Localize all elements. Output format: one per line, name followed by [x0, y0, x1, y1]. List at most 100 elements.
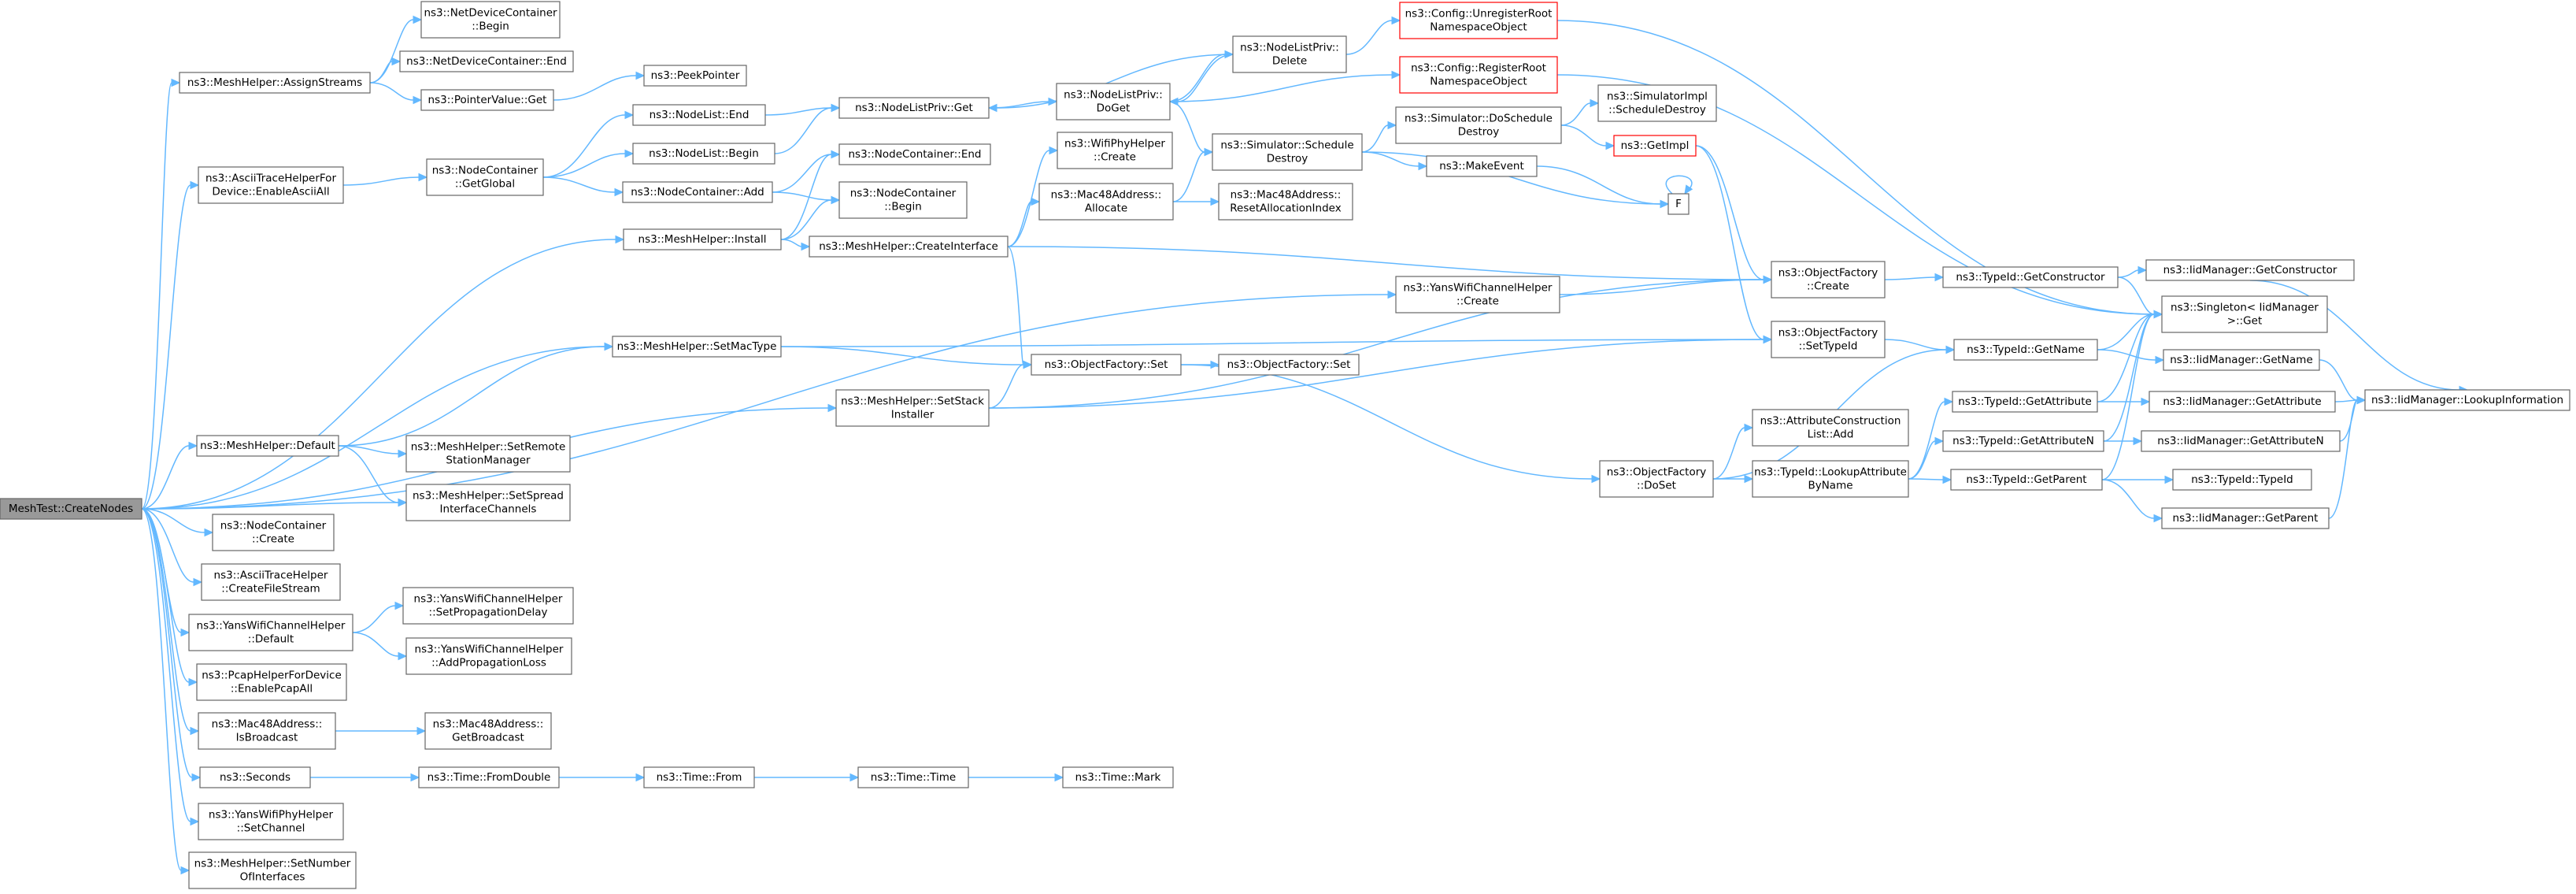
- node-root[interactable]: MeshTest::CreateNodes: [0, 498, 142, 520]
- node-sim-schedule[interactable]: ns3::Simulator::ScheduleDestroy: [1212, 133, 1363, 171]
- node-getimpl[interactable]: ns3::GetImpl: [1613, 135, 1697, 157]
- node-nc-end[interactable]: ns3::NodeContainer::End: [838, 143, 991, 165]
- node-label: ns3::Simulator::DoSchedule: [1405, 113, 1553, 125]
- node-peekpointer[interactable]: ns3::PeekPointer: [643, 65, 747, 87]
- node-iid-lookup[interactable]: ns3::IidManager::LookupInformation: [2364, 389, 2570, 411]
- node-ndc-begin[interactable]: ns3::NetDeviceContainer::Begin: [420, 1, 561, 39]
- node-pointervalue-get[interactable]: ns3::PointerValue::Get: [420, 89, 554, 111]
- node-nc-begin[interactable]: ns3::NodeContainer::Begin: [838, 181, 968, 219]
- node-box: [0, 498, 142, 520]
- node-typeid-getattr[interactable]: ns3::TypeId::GetAttribute: [1952, 391, 2098, 413]
- node-mh-default[interactable]: ns3::MeshHelper::Default: [196, 435, 339, 457]
- node-box: [1752, 460, 1909, 498]
- node-yans-addprop[interactable]: ns3::YansWifiChannelHelper::AddPropagati…: [405, 637, 572, 675]
- node-box: [643, 65, 747, 87]
- node-iid-getattrn[interactable]: ns3::IidManager::GetAttributeN: [2141, 430, 2341, 452]
- node-time-fromdouble[interactable]: ns3::Time::FromDouble: [418, 766, 560, 788]
- node-iid-getname[interactable]: ns3::IidManager::GetName: [2163, 349, 2320, 371]
- node-of-set2[interactable]: ns3::ObjectFactory::Set: [1218, 354, 1360, 376]
- node-label: ns3::MeshHelper::SetMacType: [617, 340, 777, 353]
- node-nc-getglobal[interactable]: ns3::NodeContainer::GetGlobal: [426, 158, 544, 196]
- node-box: [1218, 354, 1360, 376]
- node-label: ns3::YansWifiChannelHelper: [1404, 282, 1553, 295]
- node-singleton-get[interactable]: ns3::Singleton< IidManager>::Get: [2161, 295, 2328, 333]
- node-nc-create[interactable]: ns3::NodeContainer::Create: [212, 514, 335, 551]
- node-iid-getattr[interactable]: ns3::IidManager::GetAttribute: [2149, 391, 2336, 413]
- node-label: ::ScheduleDestroy: [1608, 104, 1706, 117]
- node-box: [420, 1, 561, 39]
- node-of-doset[interactable]: ns3::ObjectFactory::DoSet: [1599, 460, 1714, 498]
- node-time-mark[interactable]: ns3::Time::Mark: [1062, 766, 1174, 788]
- node-label: ByName: [1808, 480, 1852, 492]
- node-mac48-allocate[interactable]: ns3::Mac48Address::Allocate: [1038, 183, 1174, 221]
- node-typeid-getname[interactable]: ns3::TypeId::GetName: [1953, 339, 2098, 361]
- node-typeid-getattrn[interactable]: ns3::TypeId::GetAttributeN: [1942, 430, 2104, 452]
- node-nlp-delete[interactable]: ns3::NodeListPriv::Delete: [1232, 35, 1347, 73]
- node-box: [2141, 430, 2341, 452]
- node-time-from[interactable]: ns3::Time::From: [643, 766, 755, 788]
- node-yans-ch-default[interactable]: ns3::YansWifiChannelHelper::Default: [188, 614, 353, 651]
- node-box: [405, 637, 572, 675]
- node-mac48-getbcast[interactable]: ns3::Mac48Address::GetBroadcast: [424, 712, 552, 750]
- node-typeid-getparent[interactable]: ns3::TypeId::GetParent: [1950, 469, 2103, 491]
- node-f[interactable]: F: [1667, 193, 1690, 215]
- node-label: ns3::PcapHelperForDevice: [202, 670, 342, 682]
- node-of-create[interactable]: ns3::ObjectFactory::Create: [1771, 261, 1886, 299]
- edge-root-to-mh-default: [141, 441, 198, 510]
- node-typeid-getctor[interactable]: ns3::TypeId::GetConstructor: [1942, 266, 2119, 288]
- node-time-time[interactable]: ns3::Time::Time: [857, 766, 969, 788]
- edge-nc-getglobal-to-nc-add: [542, 176, 624, 197]
- node-makeevent[interactable]: ns3::MakeEvent: [1426, 155, 1538, 177]
- node-cfg-unreg[interactable]: ns3::Config::UnregisterRootNamespaceObje…: [1399, 2, 1558, 39]
- edge-nodelist-begin-to-nlp-get: [774, 103, 841, 154]
- node-nodelist-begin[interactable]: ns3::NodeList::Begin: [632, 143, 775, 165]
- node-yans-ch-create[interactable]: ns3::YansWifiChannelHelper::Create: [1395, 276, 1560, 313]
- node-of-set[interactable]: ns3::ObjectFactory::Set: [1031, 354, 1182, 376]
- node-of-settypeid[interactable]: ns3::ObjectFactory::SetTypeId: [1771, 321, 1886, 358]
- node-label: ns3::NodeContainer::Add: [631, 186, 764, 198]
- edge-typeid-getattr-to-iid-getattr: [2097, 397, 2151, 406]
- edge-typeid-getparent-to-iid-getparent: [2101, 479, 2163, 523]
- node-nc-add[interactable]: ns3::NodeContainer::Add: [622, 181, 773, 203]
- node-label: ns3::AsciiTraceHelperFor: [205, 172, 336, 185]
- node-yans-setprop[interactable]: ns3::YansWifiChannelHelper::SetPropagati…: [402, 587, 574, 625]
- node-box: [612, 336, 782, 358]
- node-mac48-reset[interactable]: ns3::Mac48Address::ResetAllocationIndex: [1218, 183, 1353, 221]
- node-seconds[interactable]: ns3::Seconds: [199, 766, 311, 788]
- node-box: [1232, 35, 1347, 73]
- node-ndc-end[interactable]: ns3::NetDeviceContainer::End: [399, 50, 574, 72]
- node-nodelist-end[interactable]: ns3::NodeList::End: [632, 104, 766, 126]
- node-box: [1953, 339, 2098, 361]
- edge-getimpl-to-of-create: [1695, 145, 1773, 284]
- node-mh-install[interactable]: ns3::MeshHelper::Install: [623, 228, 782, 250]
- node-ascii-enable[interactable]: ns3::AsciiTraceHelperForDevice::EnableAs…: [198, 166, 344, 204]
- node-typeid-typeid[interactable]: ns3::TypeId::TypeId: [2172, 469, 2312, 491]
- edge-nlp-delete-to-nlp-doget: [1168, 54, 1234, 106]
- edge-nc-add-to-nc-begin: [772, 191, 841, 205]
- node-nlp-doget[interactable]: ns3::NodeListPriv::DoGet: [1056, 83, 1171, 121]
- node-iid-getparent[interactable]: ns3::IidManager::GetParent: [2161, 507, 2330, 529]
- node-simimpl-sched[interactable]: ns3::SimulatorImpl::ScheduleDestroy: [1597, 84, 1717, 122]
- node-label: ns3::YansWifiChannelHelper: [414, 593, 563, 606]
- node-yansphy-setch[interactable]: ns3::YansWifiPhyHelper::SetChannel: [198, 803, 344, 840]
- node-mh-setmactype[interactable]: ns3::MeshHelper::SetMacType: [612, 336, 782, 358]
- edge-typeid-lookup-to-typeid-getparent: [1908, 475, 1952, 484]
- node-iid-getctor[interactable]: ns3::IidManager::GetConstructor: [2145, 259, 2355, 281]
- node-ascii-createfile[interactable]: ns3::AsciiTraceHelper::CreateFileStream: [201, 563, 341, 601]
- node-mh-createif[interactable]: ns3::MeshHelper::CreateInterface: [809, 236, 1009, 258]
- node-wifiphy-create[interactable]: ns3::WifiPhyHelper::Create: [1057, 132, 1173, 169]
- node-box: [2163, 349, 2320, 371]
- node-pcap-enable[interactable]: ns3::PcapHelperForDevice::EnablePcapAll: [196, 663, 347, 701]
- node-box: [1056, 83, 1171, 121]
- node-mac48-isbcast[interactable]: ns3::Mac48Address::IsBroadcast: [198, 712, 336, 750]
- node-nlp-get[interactable]: ns3::NodeListPriv::Get: [838, 97, 990, 119]
- node-assign-streams[interactable]: ns3::MeshHelper::AssignStreams: [179, 72, 371, 94]
- node-mh-setspread[interactable]: ns3::MeshHelper::SetSpreadInterfaceChann…: [405, 484, 571, 521]
